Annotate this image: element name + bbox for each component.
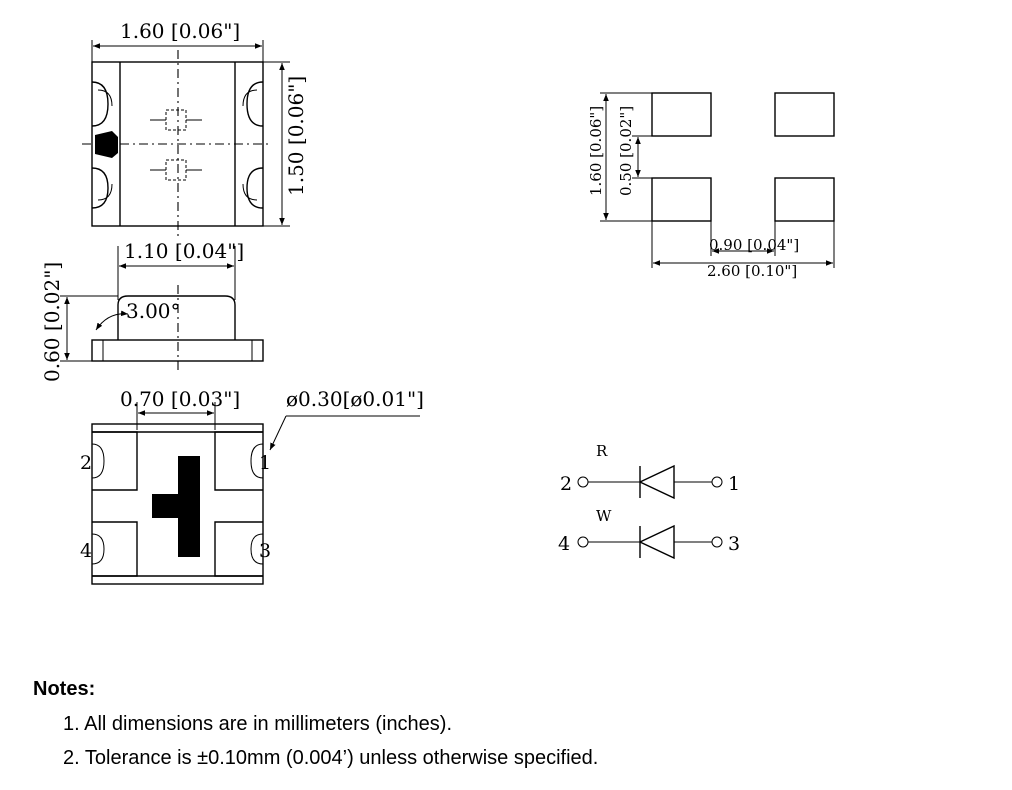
footprint-total-width-label: 2.60 [0.10"] [707,262,797,280]
led-w-name: W [596,507,612,525]
top-view: 1.60 [0.06"] 1.50 [0.06"] [82,19,308,236]
pad-bottom-right [774,177,835,222]
polarity-pad [152,456,200,557]
bottom-view: 0.70 [0.03"] ø0.30[ø0.01"] 2 4 1 3 [80,387,424,585]
hole-dia-label: ø0.30[ø0.01"] [286,387,424,411]
pad-top-left [651,92,712,137]
notes-section: Notes: 1. All dimensions are in millimet… [33,678,598,781]
led-r-diode-symbol [638,464,675,500]
pad-width-label: 0.70 [0.03"] [120,387,240,411]
top-height-label: 1.50 [0.06"] [284,76,308,196]
notes-list: 1. All dimensions are in millimeters (in… [33,713,598,769]
led-w-pin-left: 4 [558,533,570,555]
side-view: 1.10 [0.04"] 0.60 [0.02"] 3.00° [40,239,264,382]
top-width-label: 1.60 [0.06"] [120,19,240,43]
notes-title: Notes: [33,678,96,700]
lens-outline [117,295,236,340]
note-item: 2. Tolerance is ±0.10mm (0.004’) unless … [63,747,599,769]
led-r-pin-right: 1 [728,473,740,495]
pad-bottom-left [651,177,712,222]
footprint-gap-label: 0.50 [0.02"] [617,106,635,196]
draft-angle-label: 3.00° [126,299,181,323]
pin-4-label: 4 [80,540,92,562]
note-item: 1. All dimensions are in millimeters (in… [63,713,453,735]
pin-3-label: 3 [259,540,271,562]
bottom-body-outline [91,423,264,585]
led-r-name: R [596,442,608,460]
led-w-diode-symbol [638,524,675,560]
led-r-pin-left: 2 [560,473,572,495]
package-drawing: 1.60 [0.06"] 1.50 [0.06"] 1.10 [0.04"] [40,19,835,585]
pin-1-label: 1 [259,452,271,474]
led-w-pin-right: 3 [728,533,740,555]
pad-top-right [774,92,835,137]
footprint: 1.60 [0.06"] 0.50 [0.02"] 0.90 [0.04"] 2… [587,92,835,280]
schematic: R 2 1 W 4 3 [558,442,740,560]
footprint-height-label: 1.60 [0.06"] [587,106,605,196]
pin-2-label: 2 [80,452,92,474]
footprint-inner-gap-label: 0.90 [0.04"] [709,236,799,254]
side-width-label: 1.10 [0.04"] [124,239,244,263]
side-height-label: 0.60 [0.02"] [40,262,64,382]
